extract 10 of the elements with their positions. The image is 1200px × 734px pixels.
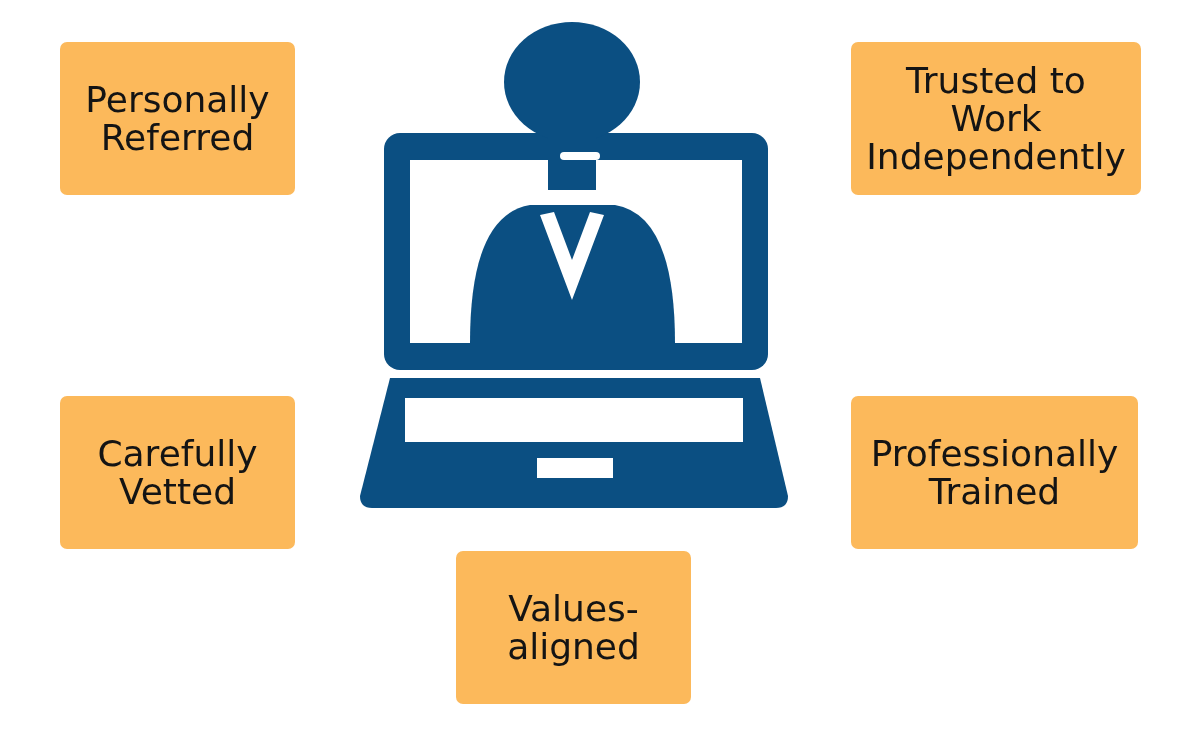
box-label: Carefully Vetted [96,434,259,511]
text-box [851,396,1138,549]
text-box [456,551,691,704]
box-label: Professionally Trained [869,434,1120,511]
box-label: Personally Referred [84,80,271,157]
box-label: Values-aligned [506,589,641,666]
text-box [60,396,295,549]
text-box [851,42,1141,195]
box-label: Trusted to Work Independently [865,61,1127,176]
text-box [60,42,295,195]
